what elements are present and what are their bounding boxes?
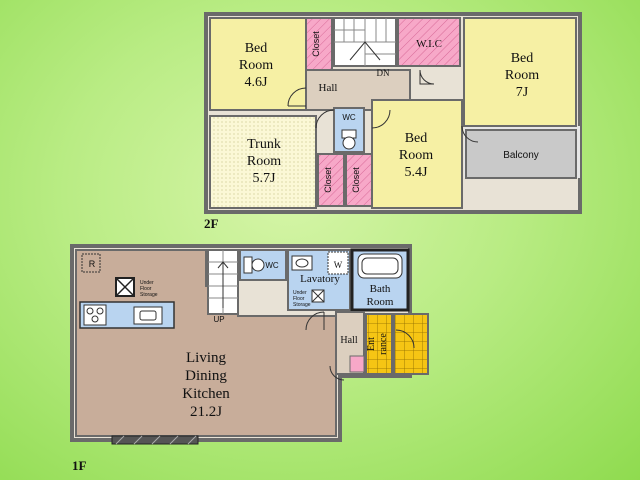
staircase-2f: [333, 17, 397, 67]
bathtub-icon: [357, 253, 403, 279]
trunk-room-label-1: Trunk: [247, 137, 281, 152]
closet-mid-a-label: Closet: [323, 167, 333, 193]
bottom-window: [111, 435, 199, 445]
bedroom-7j-label-2: Room: [505, 68, 539, 83]
closet-mid-a: [317, 153, 345, 207]
stairs-down-label: DN: [377, 68, 390, 78]
ldk-label-1: Living: [186, 350, 226, 366]
wc-2f-label: WC: [342, 113, 356, 122]
refrigerator-label: R: [89, 259, 96, 269]
staircase-1f: [207, 249, 239, 315]
hall-2f: [305, 69, 411, 111]
entrance-label-2: rance: [378, 333, 389, 355]
bedroom-4-6j: [209, 17, 307, 111]
bedroom-4-6j-area: 4.6J: [245, 75, 269, 90]
bedroom-7j: [463, 17, 577, 127]
closet-mid-b: [345, 153, 373, 207]
underfloor-storage-2-line-3: Storage: [293, 302, 311, 308]
closet-mid-b-label: Closet: [351, 167, 361, 193]
entrance: [365, 313, 393, 375]
floor-2f-label: 2F: [204, 216, 219, 231]
entrance-label-1: Ent: [366, 337, 377, 351]
stairs-up-label: UP: [213, 315, 224, 324]
toilet-icon: [341, 129, 357, 150]
kitchen-counter: [79, 301, 175, 329]
lavatory-label: Lavatory: [300, 273, 340, 285]
bedroom-4-6j-label-2: Room: [239, 58, 273, 73]
wic-label: W.I.C: [416, 38, 442, 50]
underfloor-storage-1-line-2: Floor: [140, 286, 152, 292]
walk-in-closet: [397, 17, 461, 67]
underfloor-storage-1-line-1: Under: [140, 280, 154, 286]
floor-1f-label: 1F: [72, 458, 87, 473]
refrigerator-icon: [81, 253, 101, 273]
underfloor-storage-2-line-1: Under: [293, 290, 307, 296]
sink-icon: [291, 255, 313, 271]
washer-label: W: [334, 260, 343, 270]
underfloor-storage-2-line-2: Floor: [293, 296, 305, 302]
washer-icon: [327, 251, 349, 275]
trunk-room-label-2: Room: [247, 154, 281, 169]
hall-2f-label: Hall: [319, 82, 338, 94]
bedroom-5-4j-area: 5.4J: [405, 165, 429, 180]
ldk-area: 21.2J: [190, 404, 222, 420]
underfloor-storage-1-line-3: Storage: [140, 292, 158, 298]
balcony-label: Balcony: [503, 150, 539, 161]
trunk-room: [209, 115, 317, 209]
entrance-porch: [393, 313, 429, 375]
hall-1f-label: Hall: [340, 335, 357, 346]
ldk-label-2: Dining: [185, 368, 227, 384]
underfloor-storage-icon: [311, 289, 325, 303]
closet-top: [305, 17, 333, 71]
bath-room-label-1: Bath: [370, 283, 391, 295]
door-swings-2f: [287, 69, 479, 143]
bedroom-7j-area: 7J: [516, 85, 529, 100]
closet-top-label: Closet: [311, 31, 321, 57]
bath-room-label-2: Room: [367, 296, 394, 308]
underfloor-storage-icon: [115, 277, 135, 297]
bedroom-5-4j-label-2: Room: [399, 148, 433, 163]
bedroom-7j-label-1: Bed: [511, 51, 534, 66]
bedroom-5-4j: [371, 99, 463, 209]
floor-1f: R Under Floor Storage UP WC Lavatory W U…: [70, 244, 429, 473]
door-swings-1f: [305, 311, 415, 381]
wc-1f-label: WC: [265, 261, 279, 270]
shoe-cabinet: [349, 355, 365, 373]
ldk-label-3: Kitchen: [182, 386, 230, 402]
bedroom-5-4j-label-1: Bed: [405, 131, 428, 146]
balcony: [465, 129, 577, 179]
floor-2f: Bed Room 4.6J Closet W.I.C Bed Room 7J H…: [204, 12, 582, 231]
toilet-icon: [243, 256, 265, 274]
bedroom-4-6j-label-1: Bed: [245, 41, 268, 56]
trunk-room-area: 5.7J: [253, 171, 277, 186]
